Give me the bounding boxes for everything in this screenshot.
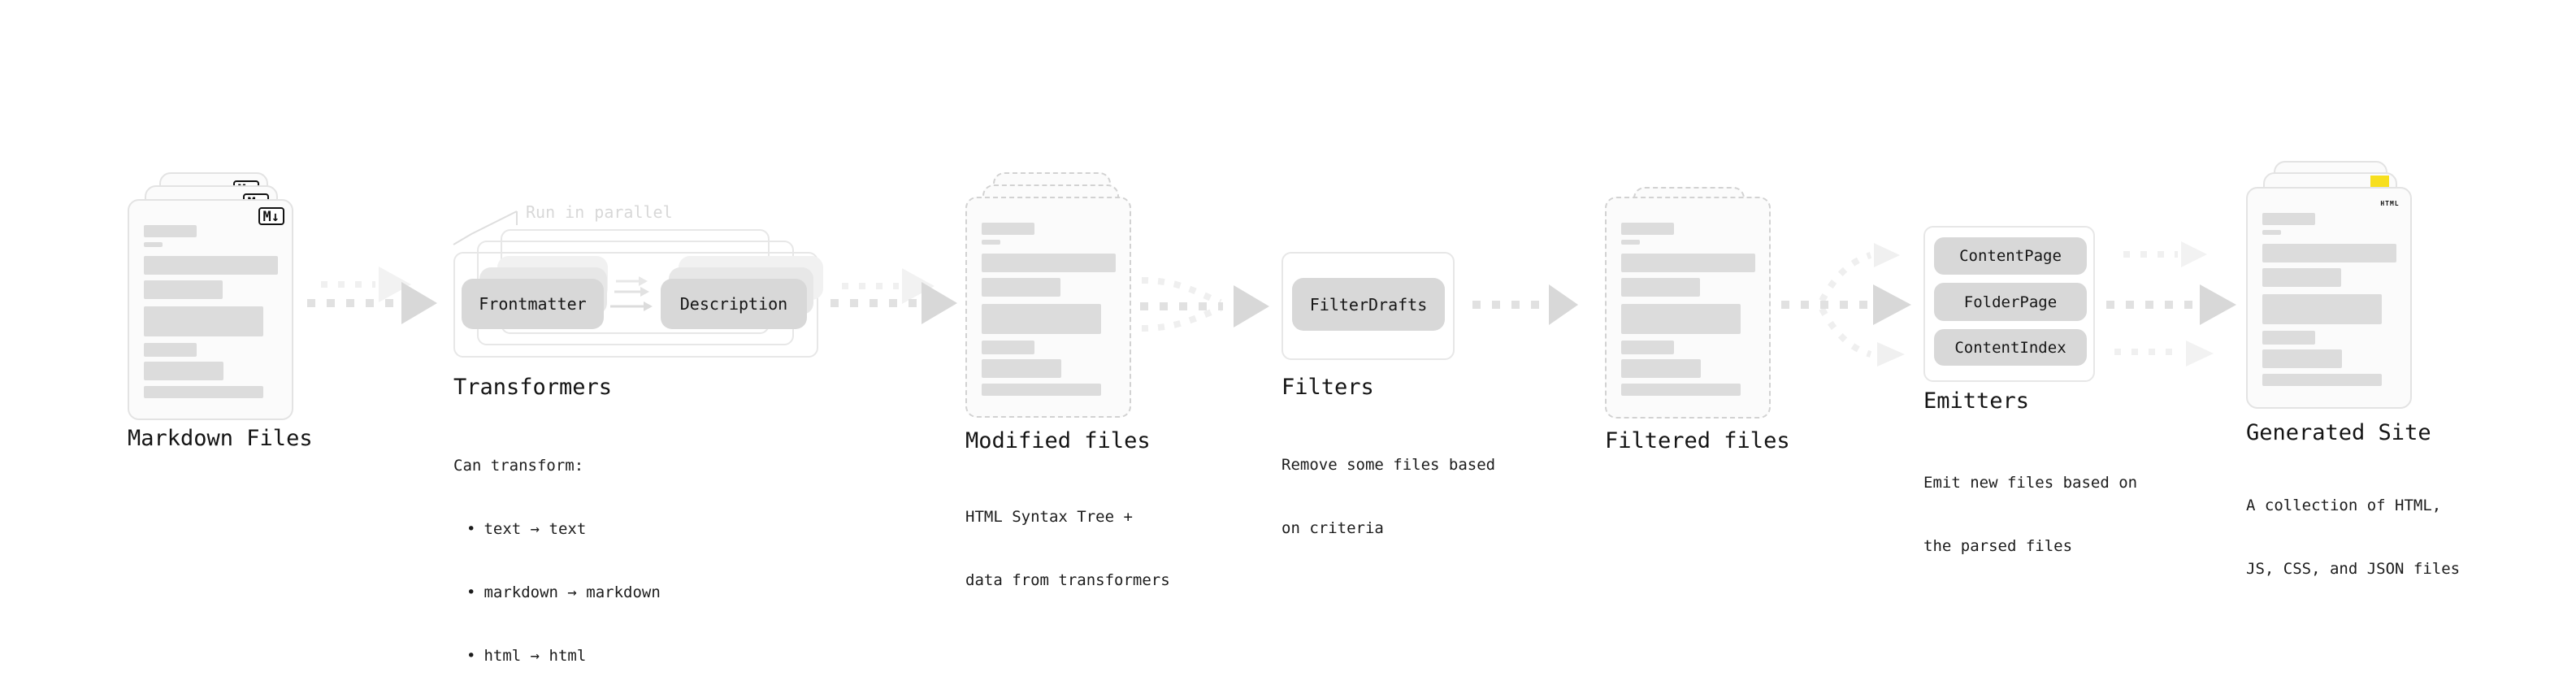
generated-site-caption: A collection of HTML, JS, CSS, and JSON … bbox=[2246, 497, 2461, 578]
filtered-files-label: Filtered files bbox=[1605, 428, 1790, 453]
placeholder-text-bar bbox=[144, 306, 263, 336]
run-in-parallel-callout-line bbox=[453, 210, 518, 245]
filters-heading: Filters bbox=[1281, 375, 1374, 400]
placeholder-text-bar bbox=[2262, 244, 2396, 262]
placeholder-text-bar bbox=[982, 340, 1034, 354]
arrow-emitters-to-generated-icon bbox=[2106, 241, 2236, 367]
run-in-parallel-annotation: Run in parallel bbox=[526, 202, 673, 222]
placeholder-text-bar bbox=[2262, 294, 2382, 324]
placeholder-text-bar bbox=[1621, 304, 1741, 334]
placeholder-text-bar bbox=[2262, 213, 2315, 225]
js-file-icon bbox=[2370, 176, 2389, 188]
placeholder-text-bar bbox=[144, 242, 163, 247]
arrow-modified-to-filters-icon bbox=[1140, 277, 1269, 332]
placeholder-text-bar bbox=[982, 278, 1060, 297]
placeholder-text-bar bbox=[982, 240, 1000, 245]
markdown-file-card-front: M↓ bbox=[128, 199, 293, 420]
generated-site-label: Generated Site bbox=[2246, 420, 2431, 445]
arrow-markdown-to-transformers-icon bbox=[307, 267, 437, 324]
placeholder-text-bar bbox=[2262, 268, 2341, 287]
modified-files-label: Modified files bbox=[965, 428, 1151, 453]
folderpage-step-chip: FolderPage bbox=[1934, 283, 2087, 321]
transformers-frame-front bbox=[453, 252, 818, 358]
placeholder-text-bar bbox=[982, 254, 1116, 272]
placeholder-text-bar bbox=[144, 225, 197, 237]
arrow-filters-to-filtered-icon bbox=[1472, 284, 1578, 325]
filters-caption: Remove some files based on criteria bbox=[1281, 456, 1496, 537]
contentpage-step-chip: ContentPage bbox=[1934, 237, 2087, 275]
bullet-icon: • bbox=[466, 520, 476, 538]
placeholder-text-bar bbox=[982, 223, 1034, 235]
placeholder-text-bar bbox=[982, 384, 1101, 396]
transformers-heading: Transformers bbox=[453, 375, 613, 400]
generated-html-card: HTML 5 bbox=[2246, 187, 2412, 409]
placeholder-text-bar bbox=[144, 362, 223, 380]
modified-file-card-front bbox=[965, 197, 1131, 418]
placeholder-text-bar bbox=[1621, 359, 1701, 378]
placeholder-text-bar bbox=[1621, 384, 1741, 396]
filters-frame bbox=[1281, 252, 1455, 360]
filterdrafts-step-chip: FilterDrafts bbox=[1292, 278, 1445, 331]
transformers-caption: Can transform: •text → text •markdown → … bbox=[453, 413, 661, 681]
placeholder-text-bar bbox=[2262, 374, 2382, 386]
filtered-file-card-front bbox=[1605, 197, 1771, 419]
emitters-caption: Emit new files based on the parsed files bbox=[1923, 474, 2138, 555]
markdown-icon: M↓ bbox=[258, 207, 284, 225]
bullet-icon: • bbox=[466, 583, 476, 601]
placeholder-text-bar bbox=[1621, 223, 1674, 235]
placeholder-text-bar bbox=[2262, 230, 2281, 235]
description-step-chip: Description bbox=[661, 279, 807, 329]
placeholder-text-bar bbox=[2262, 349, 2342, 368]
arrow-filtered-to-emitters-icon bbox=[1781, 243, 1911, 367]
emitters-heading: Emitters bbox=[1923, 388, 2030, 414]
markdown-files-label: Markdown Files bbox=[128, 426, 313, 451]
placeholder-text-bar bbox=[1621, 340, 1674, 354]
placeholder-text-bar bbox=[2262, 331, 2315, 345]
caption-line: Can transform: bbox=[453, 457, 584, 475]
placeholder-text-bar bbox=[1621, 278, 1700, 297]
bullet-icon: • bbox=[466, 647, 476, 665]
frontmatter-step-chip: Frontmatter bbox=[462, 279, 604, 329]
caption-bullet-item: •text → text bbox=[453, 518, 661, 540]
placeholder-text-bar bbox=[1621, 254, 1755, 272]
modified-files-caption: HTML Syntax Tree + data from transformer… bbox=[965, 508, 1170, 589]
placeholder-text-bar bbox=[982, 359, 1061, 378]
placeholder-text-bar bbox=[144, 386, 263, 398]
caption-bullet-item: •markdown → markdown bbox=[453, 582, 661, 603]
placeholder-text-bar bbox=[144, 343, 197, 357]
arrow-transformers-to-modified-icon bbox=[830, 268, 957, 324]
caption-bullet-item: •html → html bbox=[453, 645, 661, 666]
placeholder-text-bar bbox=[144, 280, 223, 299]
placeholder-text-bar bbox=[982, 304, 1101, 334]
placeholder-text-bar bbox=[144, 256, 278, 275]
transformer-step-arrows-icon bbox=[610, 276, 653, 311]
placeholder-text-bar bbox=[1621, 240, 1640, 245]
contentindex-step-chip: ContentIndex bbox=[1934, 329, 2087, 366]
emitters-frame bbox=[1923, 226, 2095, 382]
html5-logo-icon: HTML 5 bbox=[2380, 196, 2408, 212]
